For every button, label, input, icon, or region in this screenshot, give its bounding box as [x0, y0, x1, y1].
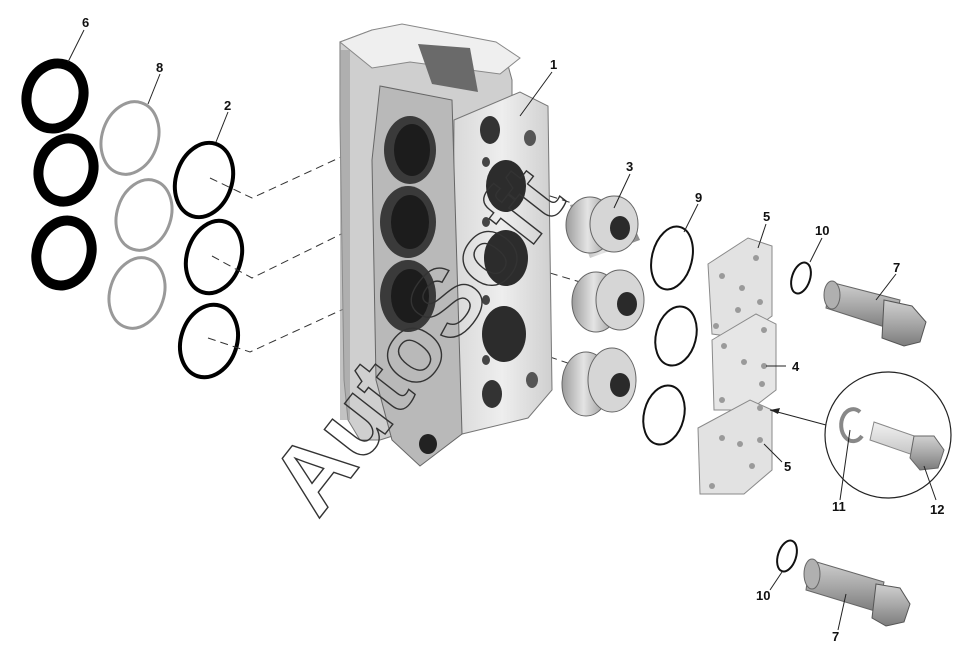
seal-ring-group-6: [21, 58, 99, 291]
piston-middle: [571, 269, 645, 333]
backup-ring-group-8: [99, 100, 174, 330]
callout-4: 4: [792, 359, 800, 374]
bolt-7-top: [823, 280, 927, 347]
backup-ring-8-middle: [114, 178, 174, 252]
cover-plate-5-bottom: [697, 399, 773, 495]
o-ring-2-bottom: [178, 302, 240, 380]
backup-ring-8-bottom: [107, 256, 167, 330]
o-ring-10-bottom: [776, 539, 798, 573]
o-ring-2-top: [172, 140, 236, 220]
cover-plates: [697, 237, 777, 495]
caliper-housing: [339, 23, 553, 467]
o-ring-10-top: [790, 261, 812, 295]
o-ring-2-middle: [183, 218, 245, 296]
retaining-clip-11: [839, 407, 864, 444]
callout-5-top: 5: [763, 209, 770, 224]
o-ring-9-top: [650, 225, 694, 291]
callout-9: 9: [695, 190, 702, 205]
callout-6: 6: [82, 15, 89, 30]
callout-8: 8: [156, 60, 163, 75]
callout-10-top: 10: [815, 223, 829, 238]
backup-ring-8-top: [99, 100, 161, 176]
o-ring-group-9: [642, 225, 698, 446]
callout-11: 11: [832, 499, 846, 514]
seal-ring-6-middle: [33, 133, 99, 207]
callout-1: 1: [550, 57, 557, 72]
o-ring-9-middle: [654, 305, 698, 367]
o-ring-9-bottom: [642, 384, 686, 446]
piston-top: [565, 195, 640, 258]
detail-view-bleeder: [769, 371, 952, 499]
callout-2: 2: [224, 98, 231, 113]
callout-5-bottom: 5: [784, 459, 791, 474]
callout-7-bottom: 7: [832, 629, 839, 644]
o-ring-group-2: [172, 140, 245, 380]
callout-3: 3: [626, 159, 633, 174]
piston-bottom: [561, 347, 637, 417]
callout-12: 12: [930, 502, 944, 517]
leader-lines: [67, 29, 937, 631]
seal-ring-6-bottom: [31, 215, 97, 291]
bolt-7-bottom: [803, 558, 911, 627]
seal-ring-6-top: [21, 58, 89, 134]
piston-group-3: [561, 195, 645, 417]
callout-10-bottom: 10: [756, 588, 770, 603]
callout-7-top: 7: [893, 260, 900, 275]
callout-labels: 6 8 2 1 3 9 5 10 7 4 5 11 12 10 7: [82, 15, 944, 644]
